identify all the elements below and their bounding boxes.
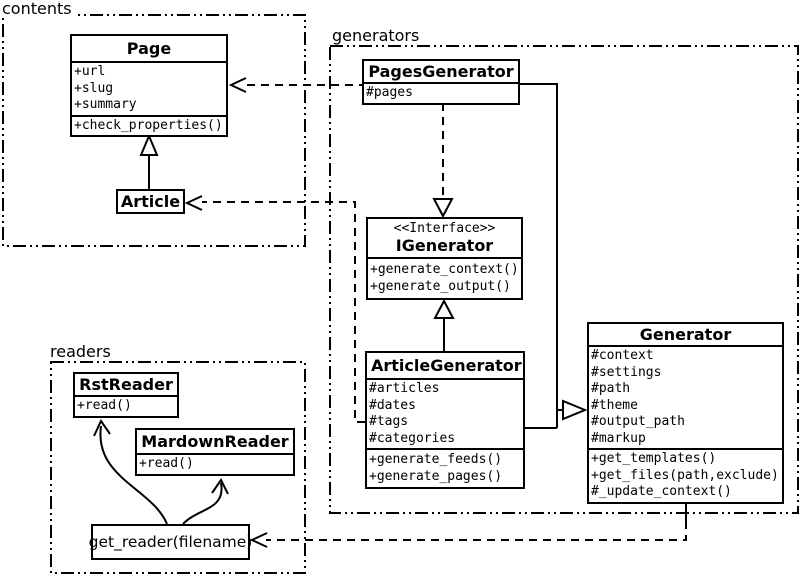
dependency-line-articlegenerator-article (202, 201, 365, 423)
attribute: #articles (369, 381, 440, 396)
class-title-pagesgenerator: PagesGenerator (364, 61, 518, 84)
class-attributes-page: +url +slug +summary (72, 63, 226, 115)
class-title-mardownreader: MardownReader (137, 430, 293, 455)
dependency-line-generator-getreader (266, 521, 687, 541)
method: +get_files(path,exclude) (591, 467, 779, 483)
attribute: #categories (369, 430, 456, 446)
method: +generate_pages() (369, 468, 503, 484)
class-box-generator: Generator #context #settings #path #them… (587, 322, 784, 504)
realization-triangle-igenerator-top (432, 198, 454, 219)
method: +generate_context() (370, 262, 519, 277)
class-box-pagesgenerator: PagesGenerator #pages (362, 59, 520, 105)
function-box-get-reader: get_reader(filename) (88, 524, 253, 560)
class-stereotype-igenerator: <<Interface>> (393, 221, 496, 236)
realization-triangle-igenerator-bottom (433, 298, 455, 319)
curve-arrowhead-rstreader (93, 418, 111, 437)
dependency-arrowhead-article (184, 195, 203, 211)
inheritance-triangle-page (139, 133, 159, 156)
attribute: +url (74, 64, 106, 79)
attribute: #pages (366, 85, 413, 100)
package-label-contents: contents (0, 0, 74, 18)
attribute: #markup (591, 430, 646, 446)
attribute: #context (591, 348, 654, 363)
class-box-rstreader: RstReader +read() (73, 372, 179, 418)
method: #_update_context() (591, 484, 732, 499)
method: +read() (77, 398, 132, 413)
dependency-arrowhead-getreader (249, 532, 268, 548)
method: +generate_output() (370, 278, 511, 294)
package-label-generators: generators (330, 26, 422, 45)
attribute: #theme (591, 397, 638, 413)
attribute: #dates (369, 397, 416, 413)
attribute: #output_path (591, 414, 685, 429)
class-box-articlegenerator: ArticleGenerator #articles #dates #tags … (365, 351, 525, 489)
curve-getreader-mardownreader (182, 482, 223, 525)
method: +generate_feeds() (369, 452, 503, 467)
method: +read() (139, 456, 194, 471)
method: +get_templates() (591, 451, 717, 466)
attribute: #tags (369, 414, 409, 429)
class-methods-rstreader: +read() (75, 397, 177, 416)
inheritance-line-pagesgenerator-generator (520, 83, 558, 428)
class-methods-igenerator: +generate_context() +generate_output() (368, 259, 521, 298)
curve-arrowhead-mardownreader (211, 478, 229, 495)
class-attributes-generator: #context #settings #path #theme #output_… (589, 347, 782, 448)
class-title-articlegenerator: ArticleGenerator (367, 353, 523, 380)
class-title-rstreader: RstReader (75, 374, 177, 397)
package-border-contents (2, 14, 306, 247)
package-border-readers (50, 361, 306, 574)
class-title-igenerator: <<Interface>> IGenerator (368, 219, 521, 259)
class-box-page: Page +url +slug +summary +check_properti… (70, 34, 228, 137)
class-title-generator: Generator (589, 324, 782, 347)
dependency-arrowhead-page (228, 77, 247, 93)
class-title-article: Article (120, 192, 181, 211)
attribute: +slug (74, 80, 114, 96)
class-methods-generator: +get_templates() +get_files(path,exclude… (589, 448, 782, 502)
class-methods-page: +check_properties() (72, 114, 226, 136)
class-attributes-pagesgenerator: #pages (364, 84, 518, 103)
method: +check_properties() (74, 117, 223, 133)
attribute: #path (591, 381, 631, 396)
attribute: #settings (591, 364, 662, 380)
package-label-readers: readers (48, 342, 113, 361)
class-methods-mardownreader: +read() (137, 455, 293, 474)
class-box-article: Article (116, 189, 185, 214)
curve-getreader-rstreader (99, 425, 168, 525)
function-label-get-reader: get_reader(filename) (88, 533, 253, 551)
class-box-mardownreader: MardownReader +read() (135, 428, 295, 476)
package-border-generators (329, 45, 799, 514)
class-title-text-igenerator: IGenerator (395, 236, 494, 255)
class-methods-articlegenerator: +generate_feeds() +generate_pages() (367, 448, 523, 487)
inheritance-triangle-generator (562, 399, 588, 421)
class-box-igenerator: <<Interface>> IGenerator +generate_conte… (366, 217, 523, 300)
class-attributes-articlegenerator: #articles #dates #tags #categories (367, 380, 523, 448)
class-title-page: Page (72, 36, 226, 63)
attribute: +summary (74, 97, 137, 112)
